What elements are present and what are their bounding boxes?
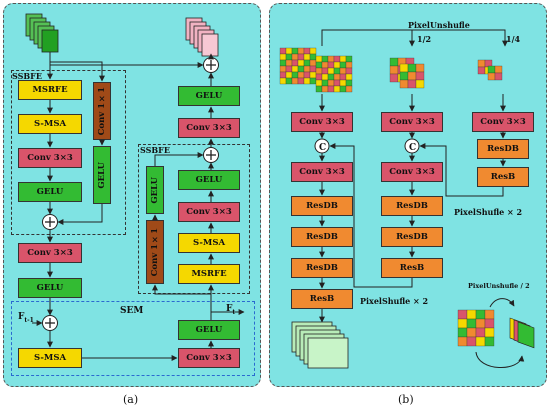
output-image-stack (291, 321, 349, 369)
f-in-label: Ft-1 (18, 312, 34, 324)
inset-pixel-unshuffle-label: PixelUnshufle / 2 (468, 282, 530, 290)
conv1x1-block-right: Conv 1×1 (146, 220, 164, 284)
sem-group (11, 301, 255, 376)
gelu-side-block-left: GELU (93, 146, 111, 204)
gelu-block-left-1: GELU (18, 182, 82, 202)
smsa-block-right: S-MSA (178, 233, 240, 253)
conv3x3-b-col1-2: Conv 3×3 (291, 162, 353, 182)
ssbfe-label-left: SSBFE (12, 71, 42, 81)
input-feature-stack (25, 13, 59, 53)
output-feature-stack (185, 17, 219, 57)
sem-label: SEM (120, 306, 144, 316)
resdb-b-col1-1: ResDB (291, 196, 353, 216)
resdb-b-col2-2: ResDB (381, 227, 443, 247)
resdb-b-col1-3: ResDB (291, 258, 353, 278)
conv3x3-block-left-1: Conv 3×3 (18, 148, 82, 168)
conv3x3-b-col1-1: Conv 3×3 (291, 112, 353, 132)
concat-icon-1: C (319, 143, 326, 153)
conv1x1-block-left: Conv 1×1 (93, 82, 111, 140)
resb-b-col1: ResB (291, 289, 353, 309)
input-checker-grid (279, 47, 353, 93)
quarter-checker-grid (477, 59, 503, 81)
inset-channel-stack (509, 317, 535, 349)
inset-checker-grid (457, 309, 495, 347)
msrfe-block-left: MSRFE (18, 80, 82, 100)
msrfe-block-right: MSRFE (178, 264, 240, 284)
conv3x3-block-sem: Conv 3×3 (178, 348, 240, 368)
resdb-b-col2-1: ResDB (381, 196, 443, 216)
ssbfe-group-left (11, 70, 126, 235)
half-checker-grid (389, 57, 425, 89)
ssbfe-label-right: SSBFE (140, 145, 170, 155)
gelu-block-left-2: GELU (18, 278, 82, 298)
conv3x3-b-col2-1: Conv 3×3 (381, 112, 443, 132)
gelu-block-right-2: GELU (178, 170, 240, 190)
conv3x3-block-right-2: Conv 3×3 (178, 202, 240, 222)
gelu-side-block-right: GELU (146, 166, 164, 214)
scale-quarter-label: 1/4 (506, 34, 521, 44)
resb-b-col2: ResB (381, 258, 443, 278)
resdb-b-col3: ResDB (477, 139, 529, 159)
resb-b-col3: ResB (477, 167, 529, 187)
smsa-block-sem: S-MSA (18, 348, 82, 368)
concat-icon-2: C (409, 143, 416, 153)
pixel-unshuffle-label: PixelUnshufle (408, 20, 470, 30)
conv3x3-block-left-2: Conv 3×3 (18, 243, 82, 263)
conv3x3-b-col3-1: Conv 3×3 (472, 112, 534, 132)
conv3x3-b-col2-2: Conv 3×3 (381, 162, 443, 182)
pixel-shuffle-x2-label-1: PixelShufle × 2 (454, 207, 523, 217)
scale-half-label: 1/2 (417, 34, 432, 44)
gelu-block-sem: GELU (178, 320, 240, 340)
pixel-shuffle-x2-label-2: PixelShufle × 2 (360, 296, 429, 306)
smsa-block-left: S-MSA (18, 114, 82, 134)
gelu-block-right-top: GELU (178, 86, 240, 106)
caption-b: (b) (398, 393, 414, 406)
plus-icon (42, 57, 219, 331)
caption-a: (a) (123, 393, 139, 406)
conv3x3-block-right-top: Conv 3×3 (178, 118, 240, 138)
resdb-b-col1-2: ResDB (291, 227, 353, 247)
